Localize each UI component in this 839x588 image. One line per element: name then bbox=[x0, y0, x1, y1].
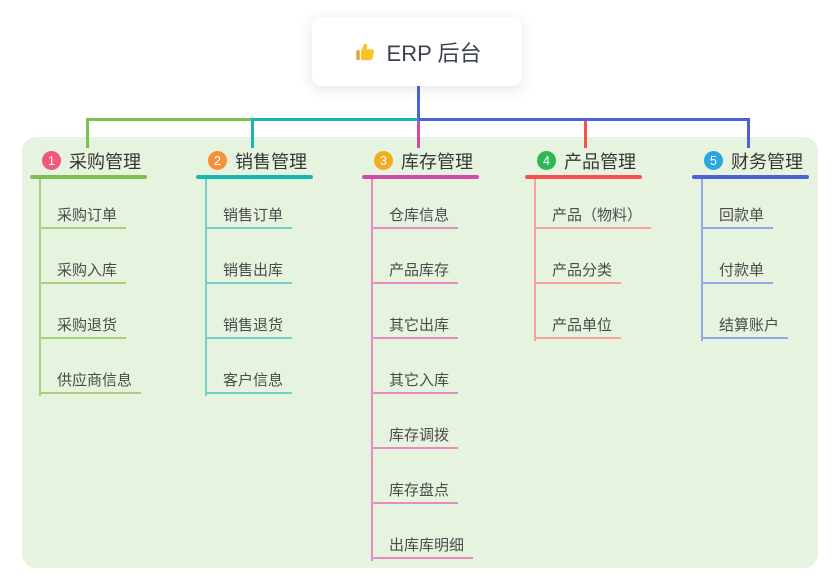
child-node[interactable]: 产品库存 bbox=[371, 260, 459, 284]
child-node[interactable]: 产品（物料） bbox=[534, 205, 652, 229]
bus-segment-middle bbox=[252, 118, 418, 121]
bus-segment-right bbox=[418, 118, 750, 121]
branch-drop-line bbox=[746, 118, 750, 148]
branch-number-badge: 4 bbox=[537, 151, 556, 170]
branch-children-spine bbox=[371, 179, 373, 561]
branch-node[interactable]: 5 财务管理 bbox=[692, 146, 803, 175]
child-node[interactable]: 仓库信息 bbox=[371, 205, 459, 229]
child-node[interactable]: 库存盘点 bbox=[371, 480, 459, 504]
branch-label-text: 产品管理 bbox=[564, 151, 636, 172]
branch-underline bbox=[692, 175, 809, 179]
child-node[interactable]: 回款单 bbox=[701, 205, 774, 229]
root-connector-line bbox=[416, 86, 420, 121]
child-node[interactable]: 客户信息 bbox=[205, 370, 293, 394]
branch-number-badge: 3 bbox=[374, 151, 393, 170]
child-node[interactable]: 采购订单 bbox=[39, 205, 127, 229]
branch-drop-line bbox=[416, 121, 420, 148]
child-node[interactable]: 产品单位 bbox=[534, 315, 622, 339]
child-node[interactable]: 库存调拨 bbox=[371, 425, 459, 449]
child-node[interactable]: 供应商信息 bbox=[39, 370, 142, 394]
child-node[interactable]: 销售退货 bbox=[205, 315, 293, 339]
branch-number-badge: 2 bbox=[208, 151, 227, 170]
branch-node[interactable]: 3 库存管理 bbox=[362, 146, 473, 175]
branch-children-spine bbox=[534, 179, 536, 341]
branch-underline bbox=[362, 175, 479, 179]
child-node[interactable]: 付款单 bbox=[701, 260, 774, 284]
branch-children-spine bbox=[205, 179, 207, 396]
branch-underline bbox=[196, 175, 313, 179]
branch-drop-line bbox=[85, 118, 89, 148]
branch-number-badge: 5 bbox=[704, 151, 723, 170]
branch-drop-line bbox=[583, 121, 587, 148]
branch-label-text: 采购管理 bbox=[69, 151, 141, 172]
child-node[interactable]: 采购入库 bbox=[39, 260, 127, 284]
branch-children-spine bbox=[39, 179, 41, 396]
branch-label-text: 财务管理 bbox=[731, 151, 803, 172]
branch-node[interactable]: 2 销售管理 bbox=[196, 146, 307, 175]
branch-underline bbox=[30, 175, 147, 179]
child-node[interactable]: 销售出库 bbox=[205, 260, 293, 284]
child-node[interactable]: 采购退货 bbox=[39, 315, 127, 339]
child-node[interactable]: 销售订单 bbox=[205, 205, 293, 229]
thumbs-up-icon bbox=[355, 43, 374, 60]
branch-label-text: 库存管理 bbox=[401, 151, 473, 172]
child-node[interactable]: 出库库明细 bbox=[371, 535, 474, 559]
branch-label-text: 销售管理 bbox=[235, 151, 307, 172]
branch-children-spine bbox=[701, 179, 703, 341]
branches-background-panel bbox=[22, 137, 818, 568]
root-node-label: ERP 后台 bbox=[386, 40, 482, 66]
child-node[interactable]: 其它出库 bbox=[371, 315, 459, 339]
branch-underline bbox=[525, 175, 642, 179]
root-node[interactable]: ERP 后台 bbox=[312, 17, 522, 86]
child-node[interactable]: 产品分类 bbox=[534, 260, 622, 284]
branch-drop-line bbox=[250, 118, 254, 148]
child-node[interactable]: 结算账户 bbox=[701, 315, 789, 339]
child-node[interactable]: 其它入库 bbox=[371, 370, 459, 394]
branch-node[interactable]: 4 产品管理 bbox=[525, 146, 636, 175]
branch-number-badge: 1 bbox=[42, 151, 61, 170]
bus-segment-left bbox=[87, 118, 252, 121]
branch-node[interactable]: 1 采购管理 bbox=[30, 146, 141, 175]
